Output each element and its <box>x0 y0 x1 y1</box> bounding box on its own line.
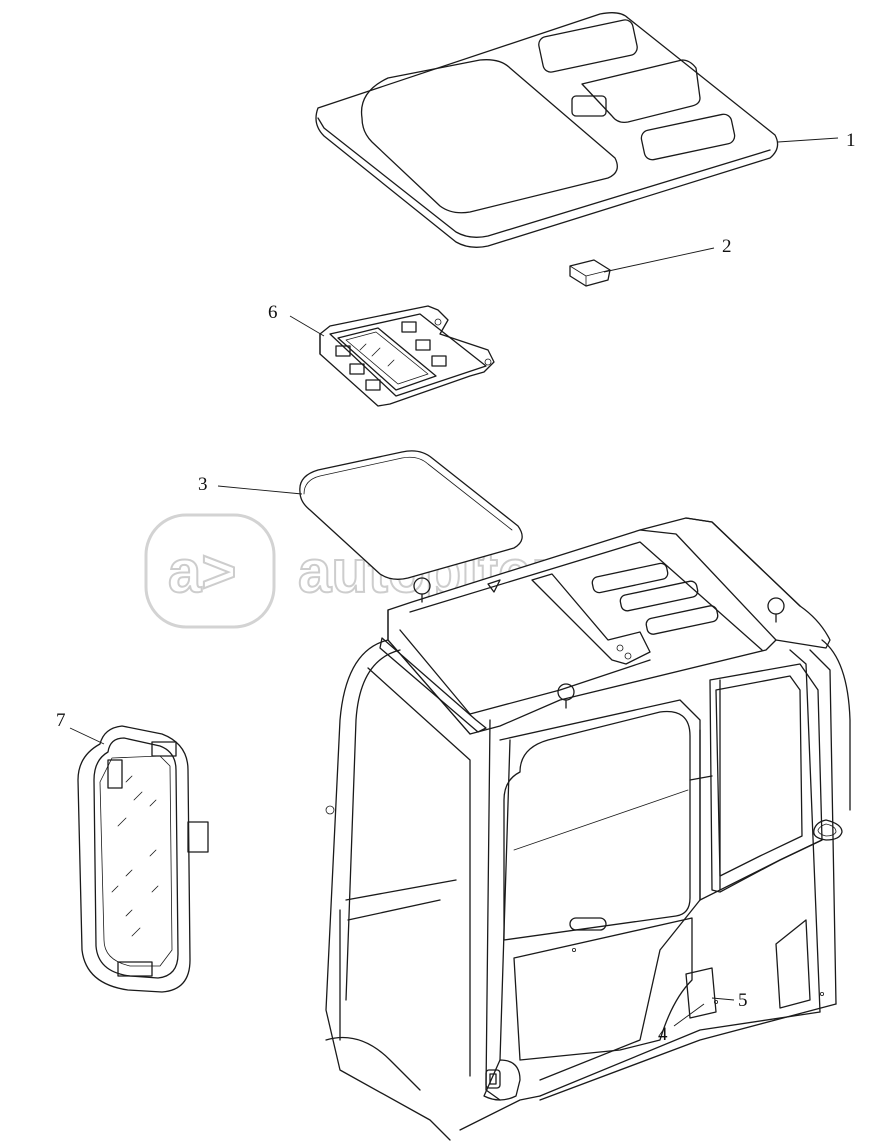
callout-6: 6 <box>268 302 278 323</box>
part-7-side-window <box>77 725 209 993</box>
callout-3: 3 <box>198 474 208 495</box>
leader-3 <box>217 485 303 495</box>
leader-6 <box>289 315 325 337</box>
part-2-pad <box>569 259 611 287</box>
callout-5: 5 <box>738 990 748 1011</box>
leader-lines <box>69 137 839 1027</box>
callout-7: 7 <box>56 710 66 731</box>
part-1-roof-panel <box>315 12 779 248</box>
leader-5 <box>711 997 735 1001</box>
cabin-body <box>325 517 851 1141</box>
leader-1 <box>777 137 839 143</box>
part-3-roof-glass <box>299 450 523 580</box>
callout-1: 1 <box>846 130 856 151</box>
callout-2: 2 <box>722 236 732 257</box>
part-6-hatch-frame <box>319 305 495 407</box>
callout-4: 4 <box>658 1024 668 1045</box>
callout-labels: 1 2 3 4 5 6 7 <box>56 130 856 1045</box>
watermark-logo-ring <box>144 513 276 629</box>
watermark-logo: a> <box>168 538 236 605</box>
leader-4 <box>673 1003 705 1027</box>
leader-7 <box>69 727 105 745</box>
leader-2 <box>603 247 715 273</box>
